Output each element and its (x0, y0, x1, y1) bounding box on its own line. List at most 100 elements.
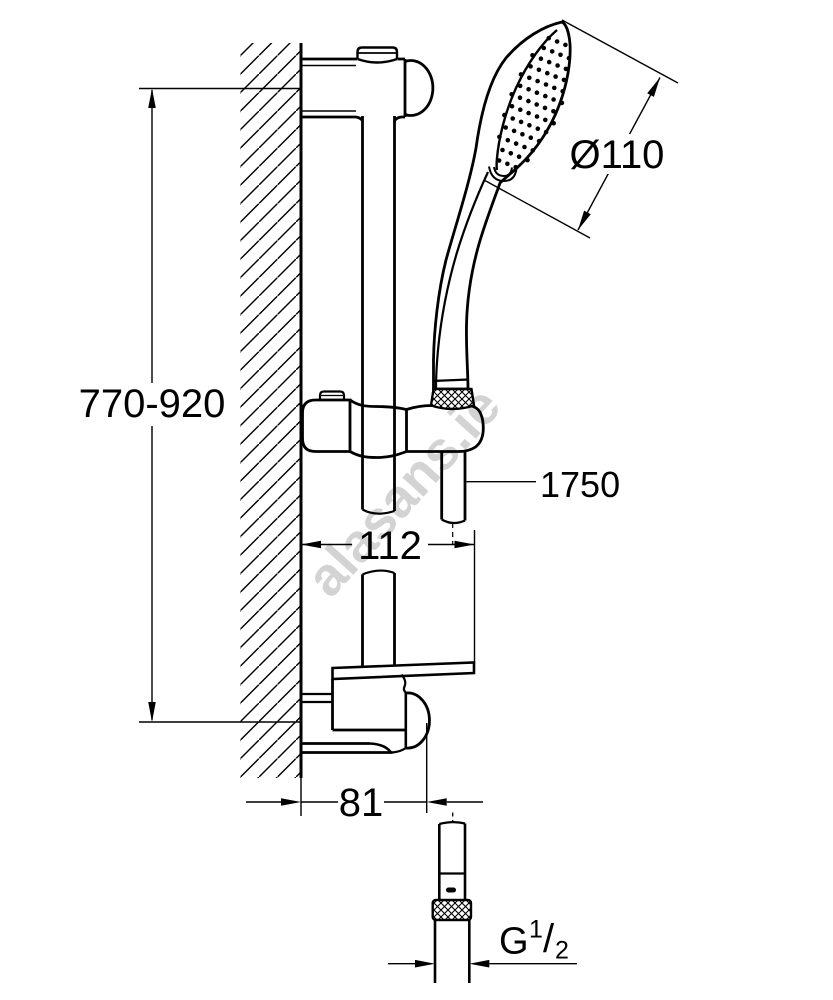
spray-dot (526, 98, 531, 104)
spray-dot (558, 52, 563, 58)
spray-dot (541, 45, 547, 51)
dim-head-diameter: Ø110 (483, 19, 679, 239)
thread-numerator: 1 (529, 916, 543, 944)
spray-dot (534, 90, 540, 95)
shower-head (432, 20, 572, 391)
spray-dot (496, 158, 502, 163)
spray-dot (534, 114, 540, 119)
spray-dot (513, 141, 519, 146)
spray-dot (509, 92, 514, 97)
spray-dot (518, 119, 524, 125)
spray-dot (511, 128, 517, 134)
spray-dot (549, 49, 555, 54)
spray-dot (530, 53, 535, 58)
head-chin-detail (488, 166, 518, 183)
spray-dot (554, 39, 560, 44)
spray-dot (543, 82, 549, 87)
spray-dot (503, 125, 509, 130)
rail-top-cap (356, 46, 399, 64)
spray-dot (561, 77, 567, 83)
spray-dot (527, 75, 532, 81)
hose-knurled-nut (429, 387, 476, 411)
arrow-up (148, 88, 156, 108)
spray-dot (553, 74, 558, 79)
spray-dot (510, 116, 515, 121)
dim-tray-depth: 112 (301, 523, 476, 663)
spray-dot (516, 154, 522, 159)
spray-dot (505, 161, 510, 167)
arrow-right (454, 540, 475, 549)
spray-dot (527, 123, 532, 128)
spray-dot (528, 64, 533, 69)
rail (361, 116, 396, 667)
rail-break-top (361, 508, 395, 515)
spray-dot (530, 148, 536, 153)
arrow-2 (578, 210, 591, 230)
spray-dot (526, 110, 531, 116)
connector-knurled-nut (431, 898, 473, 922)
spray-dot (543, 93, 548, 99)
dim-height-range: 770-920 (79, 87, 301, 723)
spray-dot (546, 59, 552, 65)
dim-height-range-label: 770-920 (79, 382, 226, 426)
spray-dot (535, 126, 541, 131)
spray-dot (500, 147, 505, 153)
spray-dot (513, 164, 518, 170)
hose-lower (433, 920, 471, 983)
spray-dot (520, 132, 525, 137)
thread-slash: / (543, 917, 555, 961)
tray-neck (400, 673, 407, 694)
ext-line-2 (483, 179, 591, 239)
spray-dot (517, 83, 523, 89)
holder-left-lobe (301, 398, 352, 453)
spray-dot (535, 78, 540, 84)
spray-dot (518, 72, 524, 77)
arrow-left (281, 798, 301, 806)
spray-dot (518, 107, 523, 112)
spray-dot (497, 134, 502, 140)
connector-slot (446, 887, 456, 893)
spray-dot (543, 117, 548, 123)
spray-dot (536, 67, 542, 73)
handle-end-line (432, 378, 469, 383)
ext-line-1 (561, 19, 679, 84)
spray-dot (502, 112, 507, 118)
hose-connector (431, 812, 473, 983)
shower-head-outline (432, 20, 572, 391)
arrow-left (301, 540, 321, 549)
soap-tray (331, 661, 476, 681)
dim-bracket-depth: 81 (246, 723, 483, 825)
hose-length-label: 1750 (540, 464, 620, 505)
spray-dot (525, 157, 530, 163)
dim-thread-size: G 1 / 2 (388, 916, 577, 968)
wall-hatch (240, 43, 301, 778)
spray-dot (528, 135, 534, 140)
spray-dot (508, 151, 514, 156)
arrow-right (469, 959, 490, 968)
arrow-1 (647, 77, 660, 97)
rail-break-bottom (362, 569, 395, 576)
dim-head-diameter-label: Ø110 (570, 133, 665, 177)
spray-dot (546, 35, 551, 41)
shower-hose-upper (440, 451, 467, 521)
spray-dot (542, 105, 548, 111)
arrow-down (148, 702, 156, 722)
hose-break (441, 518, 466, 525)
spray-dot (559, 100, 565, 106)
spray-dot (543, 129, 549, 135)
holder-saddle-top (349, 398, 407, 411)
spray-dot (560, 89, 565, 94)
spray-face-rim (495, 29, 558, 171)
wall (240, 43, 303, 816)
top-wall-bracket (301, 46, 435, 122)
spray-dot (566, 55, 572, 61)
dim-bracket-depth-label: 81 (339, 781, 384, 825)
spray-dot (563, 42, 568, 48)
spray-dot (517, 95, 523, 100)
arrow-right (426, 798, 447, 806)
spray-dot (505, 137, 511, 143)
arrow-left (415, 959, 435, 968)
thread-prefix: G (499, 921, 529, 963)
